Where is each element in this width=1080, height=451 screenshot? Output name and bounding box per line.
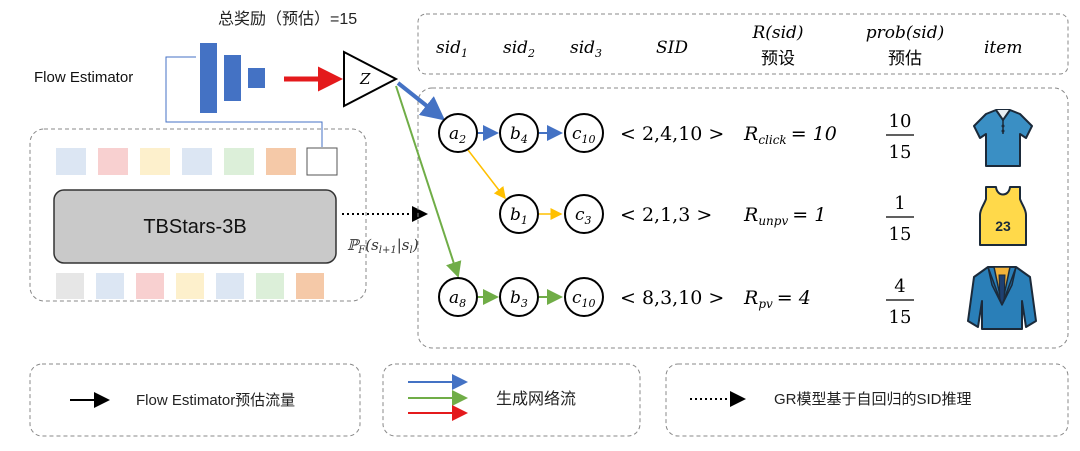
estimator-layer-1 xyxy=(200,43,217,113)
z-to-a2-edge xyxy=(396,81,446,121)
model-block xyxy=(53,189,337,264)
header-reward-note: 预设 xyxy=(761,49,795,68)
svg-text:4: 4 xyxy=(894,276,905,297)
node-a8: a8 xyxy=(438,277,478,317)
svg-text:Z: Z xyxy=(359,70,371,88)
input-token-row xyxy=(56,148,296,175)
node-c10: c10 xyxy=(564,113,604,153)
estimator-layer-2 xyxy=(224,55,241,101)
probability-fraction: 10 15 xyxy=(886,111,914,163)
edge-a2-b1 xyxy=(467,149,506,200)
token-block xyxy=(296,273,324,299)
svg-text:c10: c10 xyxy=(572,124,596,146)
svg-text:1: 1 xyxy=(894,193,905,214)
token-block xyxy=(266,148,296,175)
token-block xyxy=(216,273,244,299)
svg-text:b1: b1 xyxy=(510,205,528,227)
model-name: TBStars-3B xyxy=(143,216,246,238)
svg-text:b4: b4 xyxy=(510,124,528,146)
node-c3: c3 xyxy=(564,194,604,234)
token-block xyxy=(224,148,254,175)
svg-text:15: 15 xyxy=(889,142,912,163)
node-c10: c10 xyxy=(564,277,604,317)
jersey-tank-top-icon: 23 xyxy=(979,186,1027,246)
svg-text:c10: c10 xyxy=(572,288,596,310)
reward-value: Runpv= 1 xyxy=(743,204,826,228)
output-token-row xyxy=(56,273,324,299)
flow-estimator-label: Flow Estimator xyxy=(34,69,133,86)
table-header-container xyxy=(417,13,1069,75)
header-item: item xyxy=(984,38,1022,58)
sid-value: < 2,4,10 > xyxy=(620,123,724,145)
probability-fraction: 4 15 xyxy=(886,276,914,328)
svg-text:a2: a2 xyxy=(449,124,466,146)
legend-estimator-flow: Flow Estimator预估流量 xyxy=(29,363,361,437)
sid-value: < 2,1,3 > xyxy=(620,204,712,226)
node-b3: b3 xyxy=(499,277,539,317)
estimator-feedback-line xyxy=(165,56,323,147)
node-b4: b4 xyxy=(499,113,539,153)
header-SID: SID xyxy=(656,38,688,58)
token-block xyxy=(176,273,204,299)
estimator-layer-3 xyxy=(248,68,265,88)
polo-shirt-icon xyxy=(973,109,1033,167)
header-sid3: sid3 xyxy=(570,38,602,60)
svg-text:a8: a8 xyxy=(449,288,466,310)
z-source-node: Z xyxy=(343,50,399,108)
svg-text:Flow Estimator预估流量: Flow Estimator预估流量 xyxy=(136,392,295,409)
svg-text:生成网络流: 生成网络流 xyxy=(496,389,576,408)
legend-generated-flow: 生成网络流 xyxy=(382,363,641,437)
empty-token-slot xyxy=(306,147,338,176)
svg-text:GR模型基于自回归的SID推理: GR模型基于自回归的SID推理 xyxy=(774,391,972,408)
probability-fraction: 1 15 xyxy=(886,193,914,245)
node-a2: a2 xyxy=(438,113,478,153)
header-prob-note: 预估 xyxy=(888,49,922,68)
header-reward: R(sid) xyxy=(751,23,803,43)
svg-text:15: 15 xyxy=(889,224,912,245)
reward-value: Rpv= 4 xyxy=(743,287,811,311)
svg-text:10: 10 xyxy=(889,111,912,132)
sid-value: < 8,3,10 > xyxy=(620,287,724,309)
sid-row-1: a2 b4 c10 < 2,4,10 > Rclick= 10 10 15 xyxy=(438,109,1033,167)
token-block xyxy=(140,148,170,175)
header-sid1: sid1 xyxy=(436,38,468,60)
total-reward-label: 总奖励（预估）=15 xyxy=(218,10,357,28)
transition-probability-label: ℙF(sl+1|sl) xyxy=(347,236,419,256)
legend-ar-inference: GR模型基于自回归的SID推理 xyxy=(665,363,1069,437)
token-block xyxy=(182,148,212,175)
token-block xyxy=(256,273,284,299)
sid-table-container xyxy=(417,87,1069,349)
z-to-a8-edge xyxy=(395,85,462,278)
svg-text:c3: c3 xyxy=(575,205,592,227)
sid-row-2: b1 c3 < 2,1,3 > Runpv= 1 1 15 23 xyxy=(499,186,1027,246)
token-block xyxy=(96,273,124,299)
header-prob: prob(sid) xyxy=(866,23,944,43)
model-container xyxy=(29,128,367,302)
reward-value: Rclick= 10 xyxy=(743,123,837,147)
flow-estimator-network xyxy=(200,43,265,113)
node-b1: b1 xyxy=(499,194,539,234)
svg-text:15: 15 xyxy=(889,307,912,328)
suit-jacket-icon xyxy=(967,266,1037,330)
token-block xyxy=(56,148,86,175)
token-block xyxy=(98,148,128,175)
header-sid2: sid2 xyxy=(503,38,535,60)
svg-text:b3: b3 xyxy=(510,288,528,310)
sid-row-3: a8 b3 c10 < 8,3,10 > Rpv= 4 4 15 xyxy=(438,266,1037,330)
token-block xyxy=(56,273,84,299)
token-block xyxy=(136,273,164,299)
svg-text:23: 23 xyxy=(995,218,1011,234)
